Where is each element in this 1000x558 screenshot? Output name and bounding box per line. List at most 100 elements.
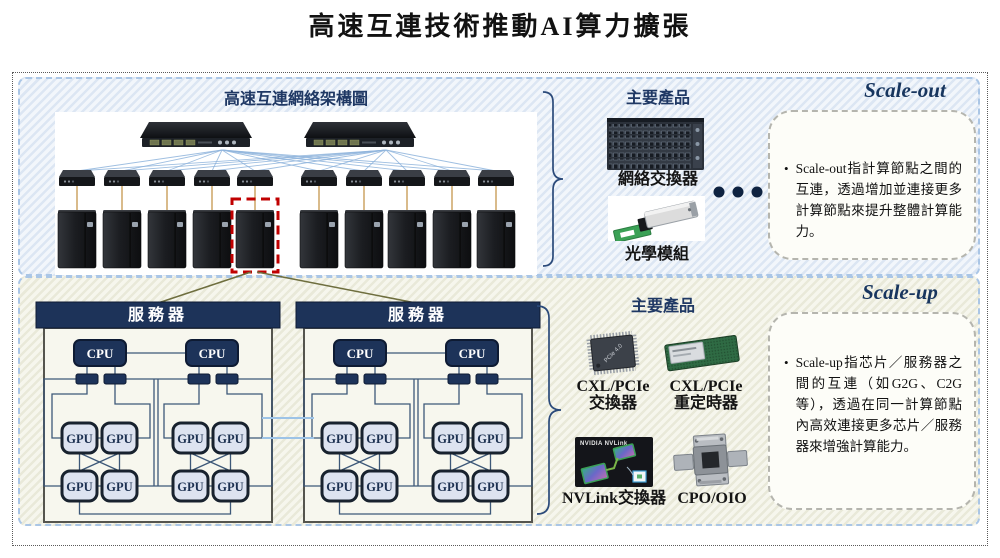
- cxl-pcie-retimer-icon: [664, 335, 740, 372]
- gpu-label: GPU: [66, 480, 92, 494]
- server-rack: [235, 209, 275, 269]
- inter-server-links: [262, 417, 314, 439]
- gpu-label: GPU: [106, 480, 132, 494]
- leaf-switch: [389, 170, 425, 186]
- scale-out-brace: [542, 91, 564, 267]
- gpu-box: GPU: [100, 469, 139, 503]
- fabric-link-line: [221, 149, 256, 172]
- leaf-switch: [301, 170, 337, 186]
- page-title: 高速互連技術推動AI算力擴張: [308, 12, 692, 41]
- server-header-label: 服務器: [128, 305, 188, 324]
- optical-module-label: 光學模組: [624, 246, 689, 263]
- scale-up-title: Scale-up: [862, 280, 938, 304]
- nvlink-image-caption: NVIDIA NVLink: [580, 441, 628, 447]
- network-switch-icon: [607, 118, 704, 170]
- fabric-link-line: [221, 149, 408, 172]
- fabric-link-line: [363, 149, 387, 172]
- server-diagram: [294, 300, 542, 524]
- server-wiring: [43, 352, 273, 515]
- fabric-link-line: [121, 149, 387, 172]
- gpu-label: GPU: [66, 432, 92, 446]
- fabric-link-line: [211, 149, 223, 172]
- fabric-link-line: [166, 149, 387, 172]
- optical-module-icon: [608, 196, 705, 243]
- leaf-switch: [478, 170, 514, 186]
- nvlink-switch-icon: NVIDIA NVLink: [575, 437, 653, 487]
- server-rack: [57, 209, 97, 269]
- gpu-label: GPU: [217, 480, 243, 494]
- gpu-box: GPU: [211, 421, 250, 455]
- ellipsis-dots: [713, 186, 763, 198]
- fabric-link-line: [166, 149, 223, 172]
- scale-out-description-box: • Scale-out指計算節點之間的互連，透過增加並連接更多計算節點來提升整體…: [768, 110, 976, 260]
- server-rack: [299, 209, 339, 269]
- fabric-link-line: [76, 149, 387, 172]
- fabric-generated-layer: [57, 121, 516, 269]
- gpu-label: GPU: [177, 480, 203, 494]
- scale-out-products-label: 主要產品: [625, 90, 690, 107]
- core-switch: [303, 121, 417, 148]
- leaf-switch: [59, 170, 95, 186]
- server-header: [35, 301, 281, 329]
- fabric-link-line: [76, 149, 223, 172]
- leaf-switch: [104, 170, 140, 186]
- scale-out-description: Scale-out指計算節點之間的互連，透過增加並連接更多計算節點來提升整體計算…: [795, 161, 962, 239]
- fabric-link-line: [385, 149, 497, 172]
- leaf-switch: [434, 170, 470, 186]
- core-switch: [139, 121, 253, 148]
- fabric-link-line: [121, 149, 223, 172]
- fabric-link-line: [221, 149, 365, 172]
- gpu-label: GPU: [217, 432, 243, 446]
- leaf-switch: [194, 170, 230, 186]
- cxl-pcie-switch-icon: PCIe 4.0: [586, 330, 640, 376]
- rack-highlight-box: [230, 197, 280, 274]
- leaf-switch: [237, 170, 273, 186]
- cxl-pcie-retimer-label: CXL/PCIe 重定時器: [669, 378, 743, 412]
- fabric-link-line: [385, 149, 453, 172]
- scale-up-description-box: • Scale-up指芯片／服務器之間的互連（如G2G、C2G等），透過在同一計…: [768, 312, 976, 510]
- gpu-box: GPU: [171, 469, 210, 503]
- architecture-diagram-label: 高速互連網絡架構圖: [223, 91, 368, 108]
- server-rack: [192, 209, 232, 269]
- server-rack: [476, 209, 516, 269]
- fabric-link-line: [254, 149, 387, 172]
- cpu-label: CPU: [199, 346, 226, 361]
- gpu-label: GPU: [106, 432, 132, 446]
- scale-up-products-label: 主要產品: [630, 298, 695, 315]
- fabric-link-line: [318, 149, 387, 172]
- cpo-oio-icon: [673, 433, 748, 487]
- bullet-point: •: [784, 161, 789, 176]
- cpu-box: CPU: [73, 339, 127, 367]
- leaf-switch: [346, 170, 382, 186]
- gpu-box: GPU: [100, 421, 139, 455]
- nvlink-switch-label: NVLink交換器: [561, 490, 667, 507]
- server-rack: [387, 209, 427, 269]
- gpu-box: GPU: [211, 469, 250, 503]
- fabric-link-line: [211, 149, 387, 172]
- server-diagram: 服務器 CPU CPU GPU GPU GPU GPU GPU GPU GPU GPU: [35, 301, 281, 523]
- gpu-box: GPU: [171, 421, 210, 455]
- scale-up-brace: [536, 305, 562, 515]
- server-rack: [344, 209, 384, 269]
- bullet-point: •: [784, 355, 789, 370]
- scale-up-description: Scale-up指芯片／服務器之間的互連（如G2G、C2G等），透過在同一計算節…: [795, 355, 962, 454]
- rack-to-server-lines: [157, 271, 417, 304]
- gpu-box: GPU: [60, 469, 99, 503]
- cxl-pcie-switch-label: CXL/PCIe 交換器: [576, 378, 650, 412]
- cpu-box: CPU: [185, 339, 239, 367]
- cpo-oio-label: CPO/OIO: [677, 490, 747, 507]
- leaf-switch: [149, 170, 185, 186]
- gpu-label: GPU: [177, 432, 203, 446]
- server-rack: [147, 209, 187, 269]
- outer-dotted-frame: [12, 72, 988, 546]
- network-switch-label: 網絡交換器: [617, 171, 698, 188]
- gpu-box: GPU: [60, 421, 99, 455]
- pcie-connectors: [75, 373, 239, 385]
- fabric-link-line: [385, 149, 408, 172]
- scale-out-title: Scale-out: [864, 78, 946, 102]
- server-rack: [102, 209, 142, 269]
- server-rack: [432, 209, 472, 269]
- fabric-link-line: [221, 149, 497, 172]
- fabric-link-line: [221, 149, 453, 172]
